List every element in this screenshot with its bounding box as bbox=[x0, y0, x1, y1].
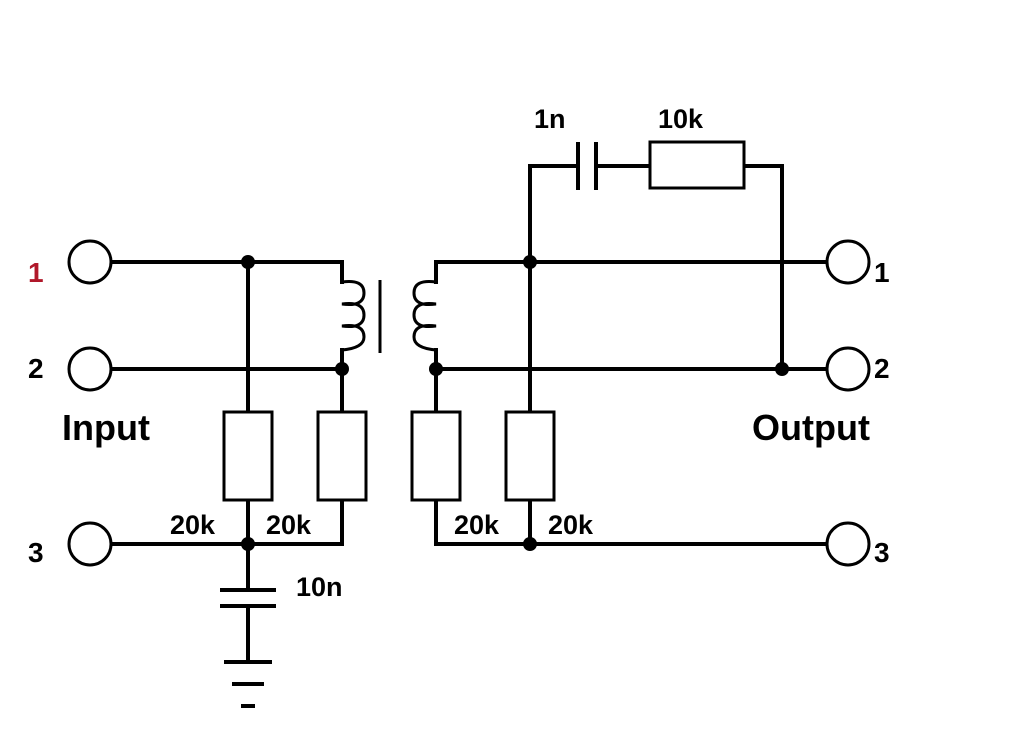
label-r-output-b: 20k bbox=[548, 510, 594, 540]
label-r-input-a: 20k bbox=[170, 510, 216, 540]
input-pin-2-label: 2 bbox=[28, 353, 44, 384]
input-terminal-3 bbox=[67, 521, 113, 567]
output-title: Output bbox=[752, 407, 870, 448]
input-terminal-2 bbox=[67, 346, 113, 392]
output-pin-3-label: 3 bbox=[874, 537, 890, 568]
resistor-output-a bbox=[410, 410, 462, 502]
output-terminal-3 bbox=[825, 521, 871, 567]
label-r-input-b: 20k bbox=[266, 510, 312, 540]
resistor-feedback bbox=[648, 140, 746, 190]
resistor-input-b bbox=[316, 410, 368, 502]
capacitor-feedback bbox=[576, 142, 598, 190]
secondary-winding bbox=[412, 280, 437, 352]
resistor-output-b bbox=[504, 410, 556, 502]
output-wiring bbox=[434, 164, 828, 546]
label-r-output-a: 20k bbox=[454, 510, 500, 540]
output-terminal-1 bbox=[825, 239, 871, 285]
output-terminals bbox=[825, 239, 871, 567]
transformer bbox=[341, 280, 437, 353]
output-pin-1-label: 1 bbox=[874, 257, 890, 288]
input-terminals bbox=[67, 239, 113, 567]
junction-dots bbox=[241, 255, 789, 551]
ground-icon bbox=[224, 660, 272, 708]
primary-winding bbox=[341, 280, 366, 352]
capacitor-ground bbox=[220, 588, 276, 662]
output-pin-2-label: 2 bbox=[874, 353, 890, 384]
output-terminal-2 bbox=[825, 346, 871, 392]
label-r-feedback: 10k bbox=[658, 104, 704, 134]
input-title: Input bbox=[62, 407, 150, 448]
input-terminal-1 bbox=[67, 239, 113, 285]
label-c-feedback: 1n bbox=[534, 104, 566, 134]
input-pin-3-label: 3 bbox=[28, 537, 44, 568]
resistor-input-a bbox=[222, 410, 274, 502]
input-wiring bbox=[110, 260, 344, 592]
input-pin-1-label: 1 bbox=[28, 257, 44, 288]
label-c-ground: 10n bbox=[296, 572, 343, 602]
